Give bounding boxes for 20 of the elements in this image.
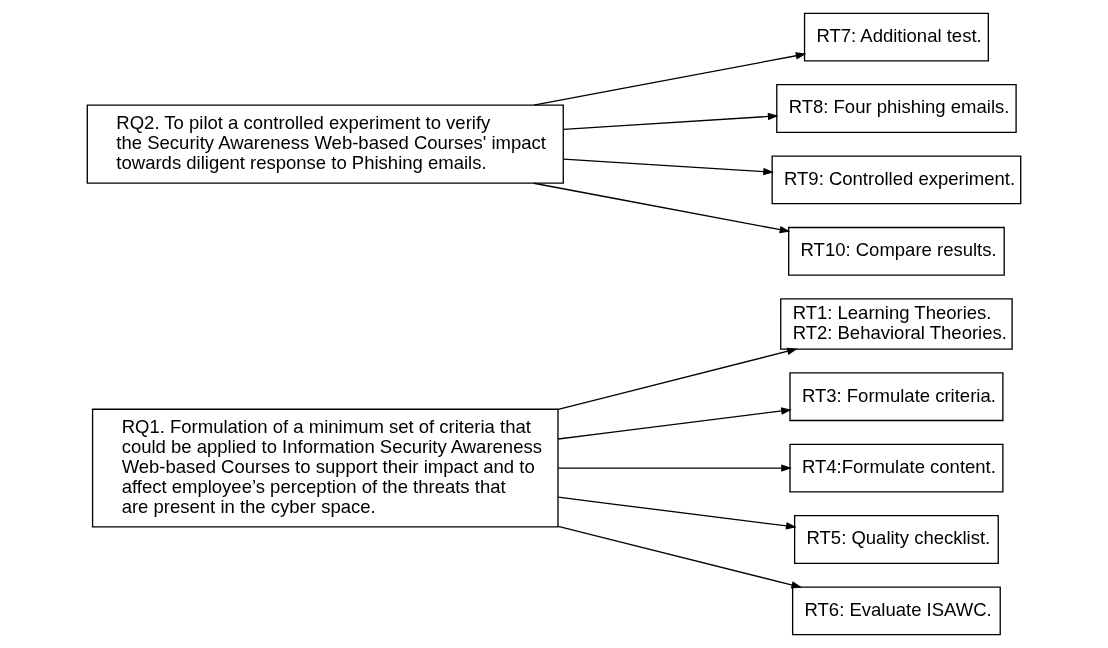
node-box: RT4:Formulate content. xyxy=(789,443,1004,493)
arrow xyxy=(557,496,797,530)
node-box: RT10: Compare results. xyxy=(788,226,1005,276)
node-box: RT9: Controlled experiment. xyxy=(771,155,1022,205)
arrow xyxy=(557,464,792,472)
node-box: RT6: Evaluate ISAWC. xyxy=(792,586,1001,636)
arrow xyxy=(557,347,798,411)
node-box: RT3: Formulate criteria. xyxy=(789,372,1004,422)
arrow xyxy=(533,52,807,106)
node-box: RT1: Learning Theories. RT2: Behavioral Theories. xyxy=(780,298,1013,350)
arrow xyxy=(562,112,779,130)
arrow xyxy=(557,525,802,589)
node-box: RT5: Quality checklist. xyxy=(793,515,999,564)
node-box: RQ1. Formulation of a minimum set of criteria that could be applied to Information Security Awareness Web-based Courses to support their impact and to affect employee’s perception of the threats that are present in the cyber space. xyxy=(91,408,559,528)
node-box: RT7: Additional test. xyxy=(803,12,989,62)
node-box: RQ2. To pilot a controlled experiment to verify the Security Awareness Web-based Courses' impact towards diligent response to Phishing emails. xyxy=(86,104,564,184)
arrow xyxy=(562,158,774,176)
node-box: RT8: Four phishing emails. xyxy=(776,84,1017,133)
arrow xyxy=(557,407,792,440)
arrow xyxy=(533,182,791,234)
